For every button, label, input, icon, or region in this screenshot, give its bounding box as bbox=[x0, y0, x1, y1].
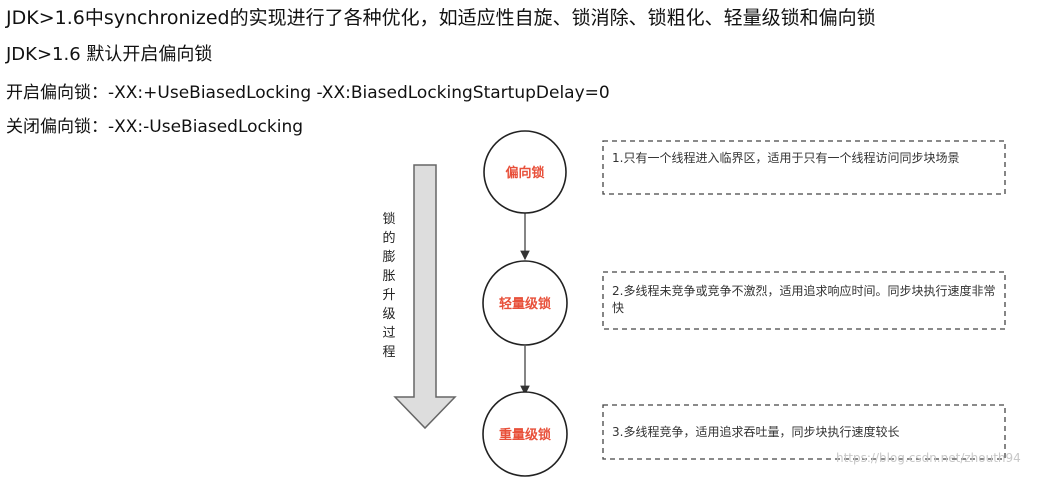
desc-text-2: 2.多线程未竞争或竞争不激烈，适用追求响应时间。同步块执行速度非常快 bbox=[612, 284, 996, 315]
node-biased-circle bbox=[483, 130, 567, 214]
node-lightweight-label: 轻量级锁 bbox=[499, 296, 551, 312]
desc-box-3 bbox=[602, 404, 1006, 460]
watermark: https://blog.csdn.net/zhouth94 bbox=[836, 451, 1021, 465]
desc-box-1 bbox=[602, 140, 1006, 195]
disable-biased-line: 关闭偏向锁：-XX:-UseBiasedLocking bbox=[6, 117, 304, 137]
desc-text-3: 3.多线程竞争，适用追求吞吐量，同步块执行速度较长 bbox=[612, 425, 900, 439]
enable-biased-line: 开启偏向锁：-XX:+UseBiasedLocking -XX:BiasedLo… bbox=[6, 83, 610, 103]
inflation-arrow-icon bbox=[393, 164, 457, 430]
desc-text-1: 1.只有一个线程进入临界区，适用于只有一个线程访问同步块场景 bbox=[612, 151, 960, 165]
arrow-label: 锁的膨胀升级过程 bbox=[382, 212, 396, 360]
intro-line: JDK>1.6中synchronized的实现进行了各种优化，如适应性自旋、锁消… bbox=[6, 7, 876, 29]
node-lightweight-circle bbox=[482, 260, 568, 346]
default-biased-line: JDK>1.6 默认开启偏向锁 bbox=[6, 44, 213, 65]
desc-box-2 bbox=[602, 271, 1006, 330]
node-biased-label: 偏向锁 bbox=[505, 165, 544, 181]
node-heavyweight-circle bbox=[482, 391, 568, 477]
node-heavyweight-label: 重量级锁 bbox=[499, 427, 551, 443]
